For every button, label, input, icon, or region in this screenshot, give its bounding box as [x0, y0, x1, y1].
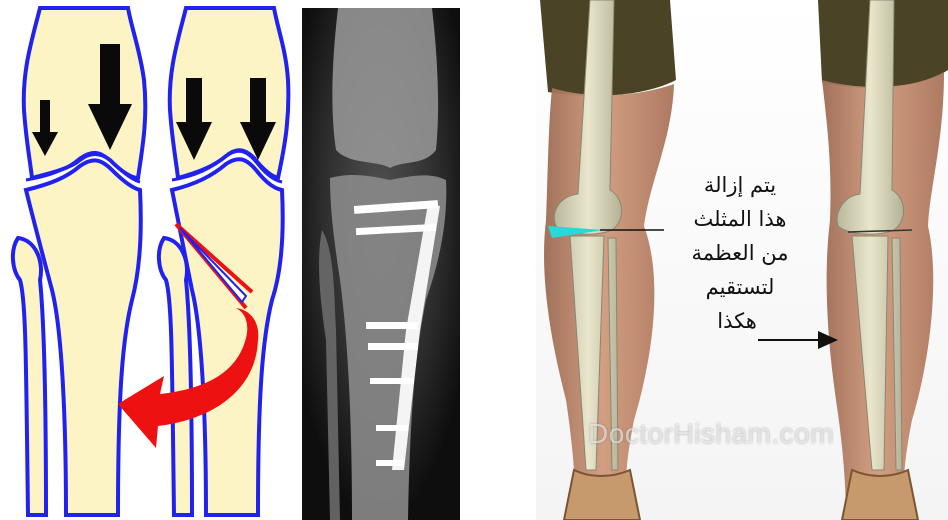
caption-line-4: لتستقيم [640, 270, 840, 304]
caption-line-1: يتم إزالة [640, 168, 840, 202]
caption-line-2: هذا المثلث [640, 202, 840, 236]
sandal-before [564, 470, 640, 520]
femur-before [24, 8, 146, 178]
fibula-before [13, 238, 46, 515]
knee-before [13, 8, 145, 515]
caption: يتم إزالة هذا المثلث من العظمة لتستقيم ه… [640, 168, 840, 338]
caption-line-5: هكذا [640, 304, 840, 338]
xray-femur [332, 8, 438, 168]
watermark-text: DoctorHisham.com [588, 418, 834, 450]
schematic-panel [13, 8, 288, 515]
xray-panel [302, 8, 460, 520]
caption-line-3: من العظمة [640, 236, 840, 270]
sandal-after [842, 470, 918, 520]
